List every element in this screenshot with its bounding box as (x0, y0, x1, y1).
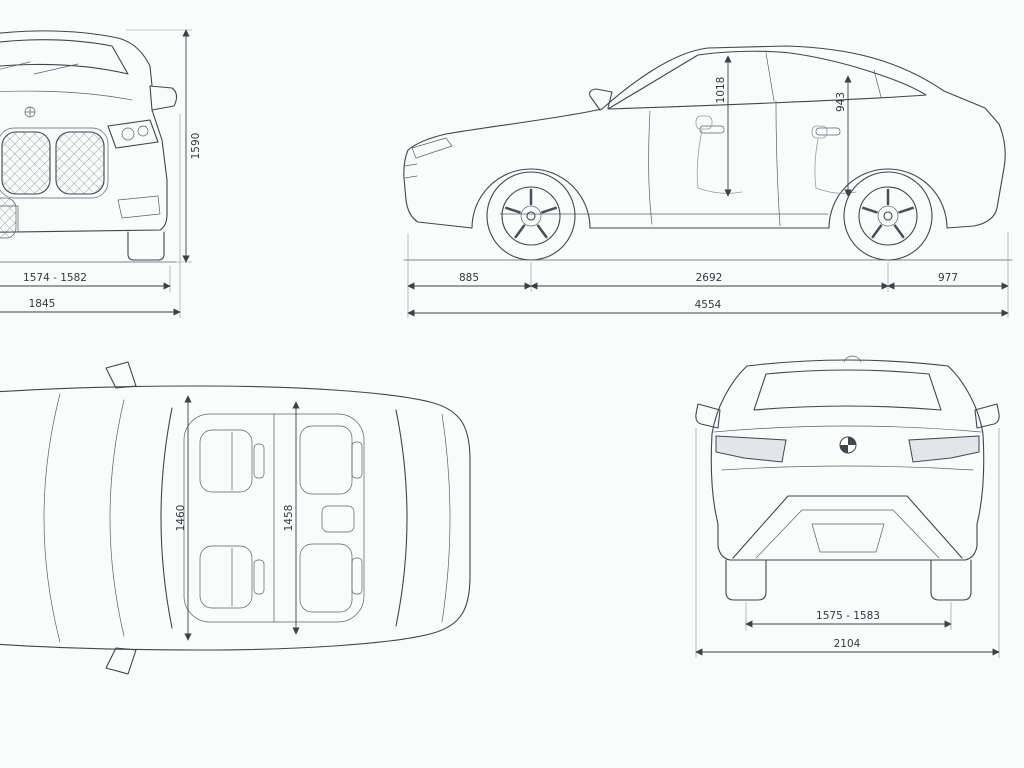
rear-car-body (695, 355, 1000, 601)
front-height-label: 1590 (190, 133, 202, 160)
top-rear-interior-width-label: 1458 (283, 505, 295, 532)
rear-left-mirror (695, 403, 721, 429)
top-windshield-top (160, 407, 173, 629)
top-seats (199, 425, 363, 613)
front-track-width-label: 1574 - 1582 (23, 272, 87, 284)
front-kidney-grille (0, 127, 109, 199)
rear-diffuser-outline (732, 495, 963, 559)
side-wheelbase-label: 2692 (696, 272, 723, 284)
front-overall-width-dimension: 1845 (0, 114, 181, 318)
side-quarter-window-line (873, 69, 882, 98)
rear-left-tyre (725, 559, 767, 601)
top-rear-window-top (395, 409, 408, 627)
front-wheel (486, 171, 576, 261)
side-rear-interior-height-dimension: 943 (835, 75, 852, 197)
top-windshield-base (109, 399, 125, 637)
front-lower-intake (0, 197, 17, 239)
rear-overall-width-dimension: 2104 (695, 428, 1000, 658)
side-rear-door-cut (775, 100, 781, 227)
rear-right-tyre (930, 559, 972, 601)
rear-left-taillight (715, 435, 787, 463)
rear-bumper-crease (721, 465, 974, 471)
side-overall-length-label: 4554 (695, 299, 722, 311)
top-car-body (0, 361, 471, 675)
rear-track-width-label: 1575 - 1583 (816, 610, 880, 622)
rear-wheel (843, 171, 933, 261)
bmw-roundel-rear-icon (839, 436, 857, 454)
top-rear-armrest (321, 505, 355, 533)
front-right-air-inlet (117, 195, 161, 219)
side-headlight (411, 137, 453, 159)
rear-right-taillight (908, 435, 980, 463)
rear-diffuser-inner (755, 509, 940, 559)
front-wipers (0, 61, 79, 75)
rear-exhaust-panel (811, 523, 885, 553)
side-rear-overhang-label: 977 (938, 272, 958, 284)
front-windshield (0, 39, 129, 75)
front-car-body (0, 30, 178, 263)
side-grille-lines (404, 163, 418, 179)
side-glasshouse (607, 50, 927, 110)
front-overall-width-label: 1845 (29, 298, 56, 310)
rear-overall-width-label: 2104 (834, 638, 861, 650)
side-front-interior-height-dimension: 1018 (715, 55, 732, 197)
top-left-mirror (105, 361, 137, 389)
top-view: 1460 1458 (0, 361, 471, 675)
side-front-overhang-label: 885 (459, 272, 479, 284)
rear-window (753, 369, 942, 411)
side-rear-door-handle (815, 127, 841, 136)
top-right-mirror (105, 647, 137, 675)
front-right-headlight (107, 119, 159, 149)
side-mirror (589, 88, 613, 111)
front-plate-recess (0, 205, 19, 233)
side-front-door-cut (648, 110, 653, 225)
top-hood-cut (43, 393, 61, 643)
side-view: 1018 943 885 2692 977 4554 (403, 45, 1013, 318)
front-hood-crease (0, 90, 133, 101)
side-b-pillar (765, 52, 775, 102)
top-front-interior-width-label: 1460 (175, 505, 187, 532)
side-front-door-handle (699, 125, 725, 134)
rear-shoulder-line (713, 425, 982, 433)
side-car-body (403, 45, 1013, 261)
front-right-mirror (149, 85, 178, 111)
side-rear-interior-height-label: 943 (835, 92, 847, 112)
rear-view: 1575 - 1583 2104 (695, 355, 1000, 658)
top-front-interior-width-dimension: 1460 (175, 395, 192, 641)
rear-right-mirror (974, 403, 1000, 429)
top-rear-glass-base (441, 413, 451, 623)
side-front-interior-height-label: 1018 (715, 77, 727, 104)
rear-antenna-fin (843, 355, 862, 363)
top-rear-interior-width-dimension: 1458 (283, 401, 300, 635)
side-length-dimensions: 885 2692 977 4554 (407, 232, 1009, 318)
front-view: 1590 1574 - 1582 1845 (0, 29, 202, 318)
bmw-roundel-icon (24, 106, 36, 118)
front-right-tyre (127, 231, 165, 261)
front-track-width-dimension: 1574 - 1582 (0, 266, 171, 292)
rear-track-width-dimension: 1575 - 1583 (745, 602, 952, 630)
front-height-dimension: 1590 (126, 29, 202, 263)
